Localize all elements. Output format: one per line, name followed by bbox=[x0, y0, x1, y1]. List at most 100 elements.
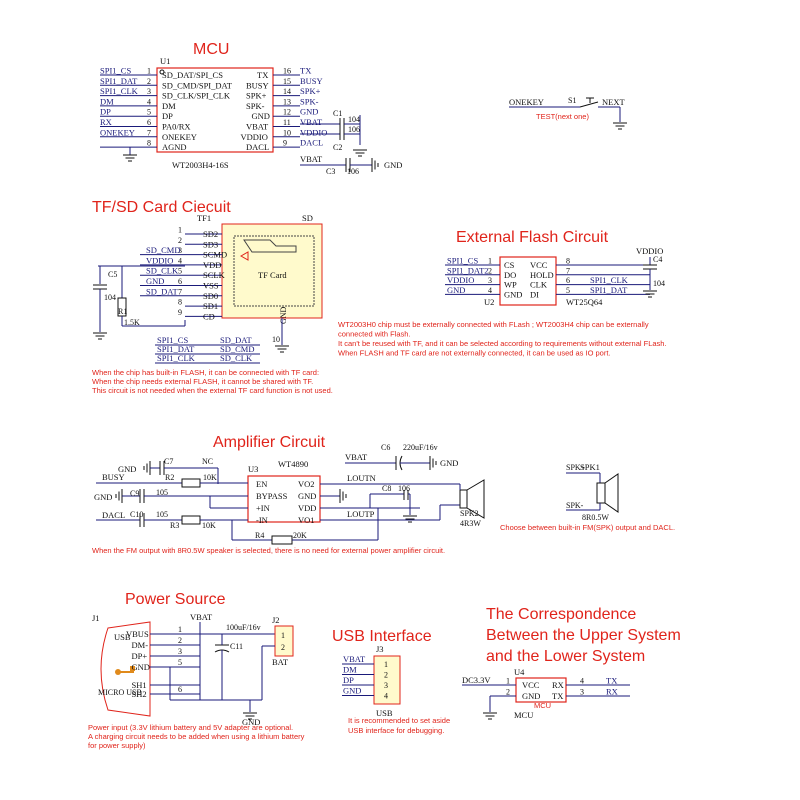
amp-ref: U3 bbox=[248, 464, 258, 474]
flash-right-net: SPI1_CLK bbox=[590, 275, 629, 285]
mcu-right-pin-num: 14 bbox=[283, 87, 291, 96]
power-pin-num: 2 bbox=[178, 636, 182, 645]
amp-chip bbox=[247, 475, 321, 523]
power-vbat: VBAT bbox=[190, 612, 213, 622]
power-j2p2: 2 bbox=[281, 643, 285, 652]
tf-pin: SCMD bbox=[203, 250, 227, 260]
tf-pin: SD0 bbox=[203, 291, 218, 301]
amp-r2: R2 bbox=[165, 473, 174, 482]
mcu-c3-val: 106 bbox=[347, 167, 359, 176]
usbif-pin-num: 4 bbox=[384, 692, 388, 701]
mcu-c3: C3 bbox=[326, 167, 335, 176]
mcu-right-pin-num: 13 bbox=[283, 97, 291, 106]
tf-pin10: 10 bbox=[272, 335, 280, 344]
tf-map-right: SD_CLK bbox=[220, 353, 253, 363]
flash-right-pin: HOLD bbox=[530, 270, 554, 280]
mcu-left-pin: DP bbox=[162, 111, 173, 121]
corr-right-num: 3 bbox=[580, 688, 584, 697]
corr-ref: U4 bbox=[514, 667, 525, 677]
mcu-right-pin-num: 11 bbox=[283, 118, 291, 127]
tf-pin: SD2 bbox=[203, 229, 218, 239]
mcu-left-pin: ONEKEY bbox=[162, 132, 197, 142]
corr-right-num: 4 bbox=[580, 677, 584, 686]
mcu-c1-val: 104 bbox=[348, 115, 360, 124]
usbif-pin-num: 3 bbox=[384, 681, 388, 690]
corr-title-2: Between the Upper System bbox=[486, 627, 681, 644]
power-pin-num: 6 bbox=[178, 685, 182, 694]
amp-loutp: LOUTP bbox=[347, 509, 375, 519]
tf-r1-val: 1.5K bbox=[124, 318, 140, 327]
flash-right-num: 5 bbox=[566, 286, 570, 295]
tf-socket bbox=[221, 223, 323, 319]
amp-busy: BUSY bbox=[102, 472, 125, 482]
amp-c6: C6 bbox=[381, 443, 390, 452]
mcu-right-net: TX bbox=[300, 66, 311, 76]
flash-right-pin: DI bbox=[530, 289, 539, 299]
tf-note: When the chip has built-in FLASH, it can… bbox=[92, 368, 319, 377]
mcu-left-pin-num: 4 bbox=[147, 97, 151, 106]
mcu-left-pin-num: 6 bbox=[147, 118, 151, 127]
corr-right-pin: RX bbox=[552, 680, 564, 690]
tf-pin-num: 1 bbox=[178, 226, 182, 235]
amp-r3: R3 bbox=[170, 521, 179, 530]
tf-pin: VSS bbox=[203, 281, 219, 291]
mcu-right-pin: BUSY bbox=[246, 80, 269, 90]
mcu-left-pin: SD_CLK/SPI_CLK bbox=[162, 91, 231, 101]
mcu-left-net: SPI1_CLK bbox=[100, 86, 139, 96]
mcu-left-pin: PA0/RX bbox=[162, 122, 191, 132]
mcu-c2: C2 bbox=[333, 143, 342, 152]
usbif-note: USB interface for debugging. bbox=[348, 726, 444, 735]
amp-c8: C8 bbox=[382, 484, 391, 493]
amp-note: When the FM output with 8R0.5W speaker i… bbox=[92, 546, 445, 555]
power-c11-val: 100uF/16v bbox=[226, 623, 261, 632]
flash-left-net: SPI1_CS bbox=[447, 256, 478, 266]
mcu-right-pin-num: 9 bbox=[283, 139, 287, 148]
usbif-net: DM bbox=[343, 665, 357, 675]
flash-left-num: 4 bbox=[488, 286, 492, 295]
onekey-ref: S1 bbox=[568, 96, 576, 105]
tf-pin-num: 6 bbox=[178, 277, 182, 286]
tf-title: TF/SD Card Ciecuit bbox=[92, 199, 231, 216]
mcu-left-net: ONEKEY bbox=[100, 127, 135, 137]
tf-map-left: SPI1_CLK bbox=[157, 353, 196, 363]
flash-right-num: 6 bbox=[566, 276, 570, 285]
usbif-pin-num: 1 bbox=[384, 660, 388, 669]
amp-r4: R4 bbox=[255, 531, 264, 540]
amp-c10: C10 bbox=[130, 510, 143, 519]
mcu-left-pin: AGND bbox=[162, 142, 187, 152]
amp-right-pin: VO2 bbox=[298, 479, 315, 489]
tf-note: This circuit is not needed when the exte… bbox=[92, 386, 333, 395]
tf-net: GND bbox=[146, 276, 164, 286]
amp-spkp: SPK+ bbox=[566, 463, 586, 472]
flash-left-num: 2 bbox=[488, 266, 492, 275]
tf-net: SD_CLK bbox=[146, 266, 179, 276]
amp-c8-val: 106 bbox=[398, 484, 410, 493]
usbif-net: VBAT bbox=[343, 654, 366, 664]
tf-pin-num: 2 bbox=[178, 236, 182, 245]
tf-map-right: SD_DAT bbox=[220, 335, 252, 345]
corr-title-1: The Correspondence bbox=[486, 606, 636, 623]
tf-pin-num: 9 bbox=[178, 308, 182, 317]
mcu-right-pin: VDDIO bbox=[241, 132, 268, 142]
mcu-left-pin-num: 3 bbox=[147, 87, 151, 96]
flash-left-pin: DO bbox=[504, 270, 516, 280]
tf-sd: SD bbox=[302, 213, 313, 223]
mcu-right-net: BUSY bbox=[300, 76, 323, 86]
flash-left-num: 3 bbox=[488, 276, 492, 285]
usbif-ref: J3 bbox=[376, 644, 384, 654]
mcu-right-net: SPK+ bbox=[300, 86, 321, 96]
flash-ref: U2 bbox=[484, 297, 494, 307]
corr-right-net: RX bbox=[606, 687, 618, 697]
corr-right-pin: TX bbox=[552, 691, 563, 701]
power-note: for power supply) bbox=[88, 741, 146, 750]
corr-left-pin: VCC bbox=[522, 680, 540, 690]
flash-part: WT25Q64 bbox=[566, 297, 603, 307]
flash-chip bbox=[499, 256, 557, 306]
amp-c10-val: 105 bbox=[156, 510, 168, 519]
flash-right-net: SPI1_DAT bbox=[590, 285, 628, 295]
mcu-left-net: DP bbox=[100, 107, 111, 117]
amp-left-pin: -IN bbox=[256, 515, 268, 525]
amp-gnd2: GND bbox=[94, 492, 112, 502]
tf-pin-num: 4 bbox=[178, 256, 182, 265]
mcu-left-net: SPI1_CS bbox=[100, 66, 131, 76]
